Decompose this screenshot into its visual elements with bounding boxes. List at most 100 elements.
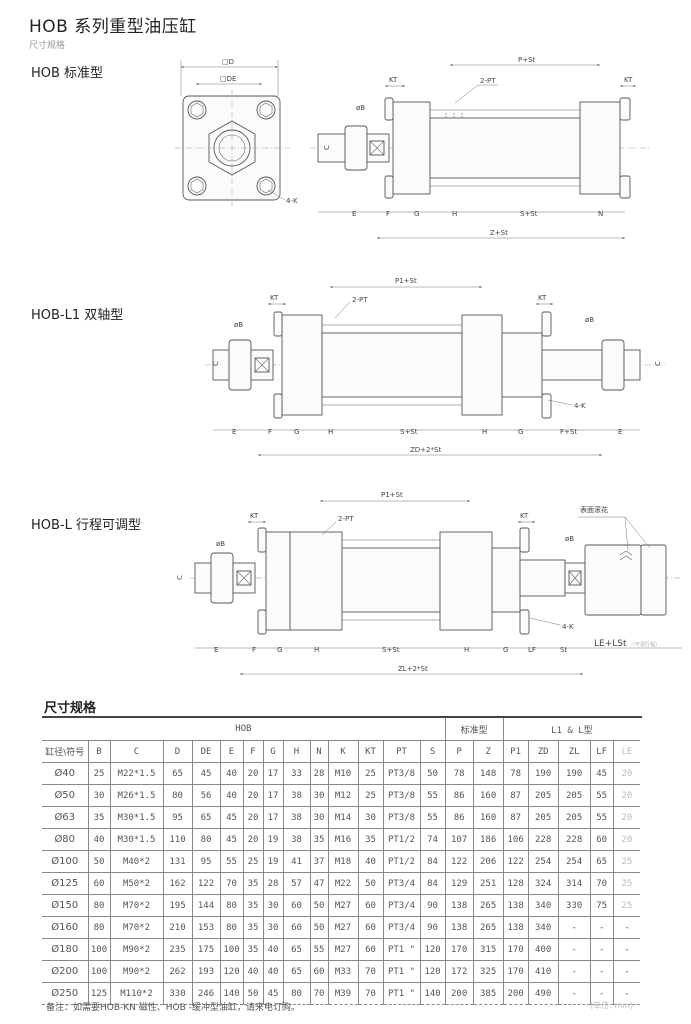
dim-2PT: 2-PT — [480, 77, 496, 85]
table-cell: 70 — [589, 872, 614, 895]
table-cell: 315 — [472, 938, 504, 961]
table-cell: 50 — [309, 894, 329, 917]
table-cell: M110*2 — [109, 982, 164, 1005]
table-cell: 110 — [162, 828, 193, 851]
dim-ZD: ZD+2*St — [410, 446, 441, 454]
table-cell: 25 — [87, 762, 111, 785]
dim-ZL: ZL+2*St — [398, 665, 428, 673]
table-cell: 55 — [589, 806, 614, 829]
dim-E-right: E — [618, 428, 622, 436]
table-cell: 40 — [219, 784, 244, 807]
table-cell: 50 — [419, 762, 446, 785]
bore-cell: Ø200 — [42, 960, 89, 983]
table-cell: - — [612, 960, 641, 983]
column-header: K — [327, 740, 359, 763]
table-cell: 25 — [612, 894, 641, 917]
table-cell: 254 — [557, 850, 591, 873]
table-cell: 35 — [242, 894, 264, 917]
table-cell: 60 — [357, 894, 384, 917]
table-cell: 120 — [419, 938, 446, 961]
table-cell: 37 — [309, 850, 329, 873]
table-cell: 40 — [357, 850, 384, 873]
table-cell: 74 — [419, 828, 446, 851]
table-cell: 330 — [557, 894, 591, 917]
table-cell: 140 — [419, 982, 446, 1005]
table-cell: M70*2 — [109, 894, 164, 917]
table-top-rule — [42, 716, 642, 718]
dim-E: E — [352, 210, 356, 218]
dim-4K: 4-K — [286, 197, 298, 205]
table-cell: 70 — [357, 982, 384, 1005]
dim-S: S+St — [520, 210, 538, 218]
table-cell: 60 — [357, 938, 384, 961]
table-group-row: HOB 标准型 L1 & L型 — [42, 718, 641, 741]
table-cell: M50*2 — [109, 872, 164, 895]
section-title-l1: HOB-L1 双轴型 — [31, 308, 124, 323]
table-cell: 265 — [472, 916, 504, 939]
table-cell: 65 — [282, 960, 311, 983]
dim-P: P+St — [518, 56, 536, 64]
table-cell: 35 — [242, 938, 264, 961]
table-cell: - — [557, 938, 591, 961]
group-l1-l: L1 & L型 — [502, 718, 641, 741]
table-cell: 80 — [191, 828, 221, 851]
dim-F-right: F+St — [560, 428, 577, 436]
dim-H: H — [314, 646, 319, 654]
dim-S: S+St — [382, 646, 400, 654]
table-cell: 30 — [262, 916, 284, 939]
table-cell: 25 — [612, 872, 641, 895]
table-cell: 128 — [502, 872, 529, 895]
dim-S: S+St — [400, 428, 418, 436]
table-cell: 325 — [472, 960, 504, 983]
table-cell: 162 — [162, 872, 193, 895]
table-cell: - — [589, 960, 614, 983]
table-cell: - — [589, 938, 614, 961]
dim-N: N — [598, 210, 603, 218]
table-cell: M90*2 — [109, 938, 164, 961]
table-cell: 385 — [472, 982, 504, 1005]
table-cell: 106 — [502, 828, 529, 851]
table-cell: 205 — [527, 806, 559, 829]
dim-E: E — [214, 646, 218, 654]
table-cell: 254 — [527, 850, 559, 873]
column-header: P1 — [502, 740, 529, 763]
table-cell: 40 — [242, 960, 264, 983]
table-cell: M40*2 — [109, 850, 164, 873]
dim-4K: 4-K — [562, 623, 574, 631]
table-cell: 30 — [309, 806, 329, 829]
table-cell: 40 — [87, 828, 111, 851]
table-cell: 28 — [262, 872, 284, 895]
dim-KT: KT — [250, 512, 259, 520]
table-cell: 20 — [612, 806, 641, 829]
table-cell: 30 — [357, 806, 384, 829]
table-cell: M22 — [327, 872, 359, 895]
dim-St: St — [560, 646, 567, 654]
table-cell: 70 — [357, 960, 384, 983]
table-cell: 205 — [557, 806, 591, 829]
table-cell: 107 — [444, 828, 474, 851]
table-cell: 35 — [309, 828, 329, 851]
table-cell: M18 — [327, 850, 359, 873]
table-cell: M16 — [327, 828, 359, 851]
table-cell: 25 — [357, 762, 384, 785]
dim-LF: LF — [528, 646, 536, 654]
table-cell: 200 — [502, 982, 529, 1005]
table-cell: 47 — [309, 872, 329, 895]
dim-C-right: C — [654, 361, 662, 366]
table-cell: 55 — [419, 784, 446, 807]
table-cell: 100 — [87, 938, 111, 961]
table-cell: 138 — [444, 916, 474, 939]
table-cell: - — [557, 982, 591, 1005]
table-cell: 57 — [282, 872, 311, 895]
table-cell: 80 — [87, 916, 111, 939]
column-header: N — [309, 740, 329, 763]
table-cell: 78 — [444, 762, 474, 785]
table-cell: 138 — [502, 916, 529, 939]
table-cell: M90*2 — [109, 960, 164, 983]
dim-LE-note: (可调行程) — [633, 641, 657, 648]
table-cell: M10 — [327, 762, 359, 785]
dim-B: øB — [234, 321, 243, 329]
